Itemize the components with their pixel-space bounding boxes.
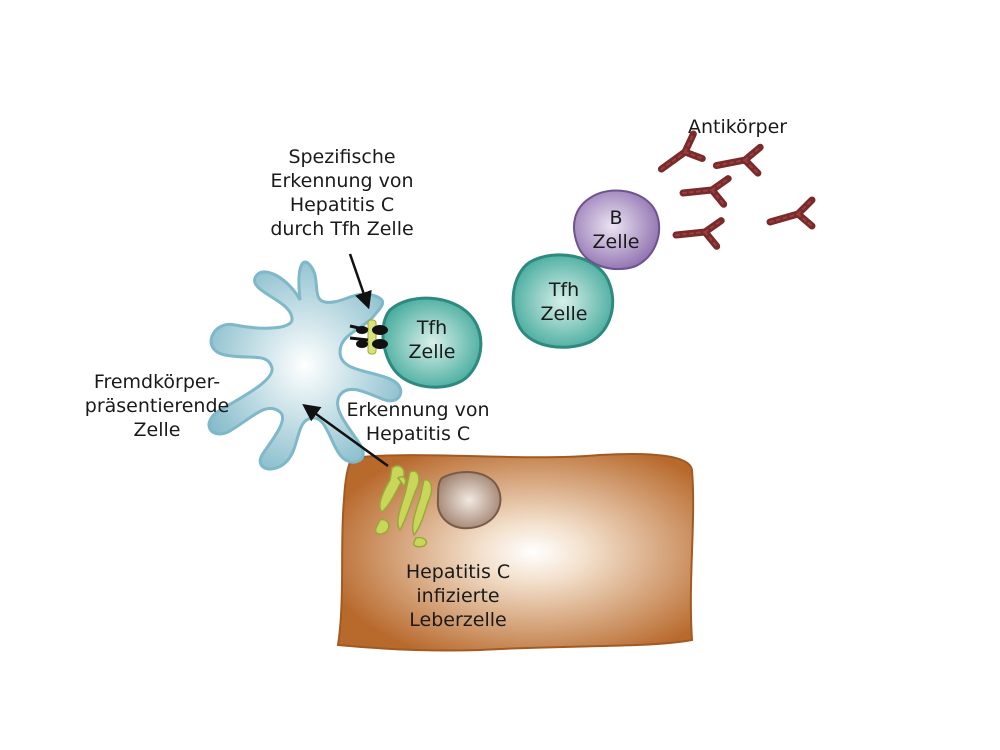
label-line: Fremdkörper- [93, 371, 221, 393]
label-tfh-right: Tfh Zelle [526, 278, 602, 326]
label-line: Zelle [133, 419, 181, 441]
label-line: Hepatitis C [289, 194, 395, 216]
label-line: Hepatitis C [365, 423, 471, 445]
label-line: Zelle [592, 231, 640, 253]
label-line: Erkennung von [346, 399, 490, 421]
liver-cell-nucleus [436, 471, 502, 530]
label-line: durch Tfh Zelle [270, 218, 414, 240]
label-liver-cell: Hepatitis C infizierte Leberzelle [388, 560, 528, 632]
label-specific-recognition: Spezifische Erkennung von Hepatitis C du… [252, 145, 432, 241]
label-line: präsentierende [84, 395, 230, 417]
label-recognition: Erkennung von Hepatitis C [338, 398, 498, 446]
label-line: Erkennung von [270, 170, 414, 192]
tfh-cell-right [511, 253, 615, 349]
label-line: Leberzelle [409, 609, 507, 631]
antibody-icon [654, 134, 812, 246]
label-line: Hepatitis C [405, 561, 511, 583]
label-apc: Fremdkörper- präsentierende Zelle [72, 370, 242, 442]
label-line: Tfh [548, 279, 580, 301]
b-cell [573, 189, 661, 271]
label-tfh-left: Tfh Zelle [394, 316, 470, 364]
label-line: infizierte [416, 585, 500, 607]
receptor-icon [349, 319, 388, 355]
hepatitis-c-virus-icon [374, 465, 433, 548]
arrow-icon [302, 403, 389, 468]
label-line: Spezifische [288, 146, 396, 168]
arrow-icon [348, 253, 372, 310]
label-line: B [609, 207, 623, 229]
tfh-cell-left [381, 296, 483, 389]
label-b-cell: B Zelle [580, 206, 652, 254]
label-line: Tfh [416, 317, 448, 339]
label-line: Zelle [408, 341, 456, 363]
label-antibodies: Antikörper [688, 116, 788, 138]
label-line: Zelle [540, 303, 588, 325]
